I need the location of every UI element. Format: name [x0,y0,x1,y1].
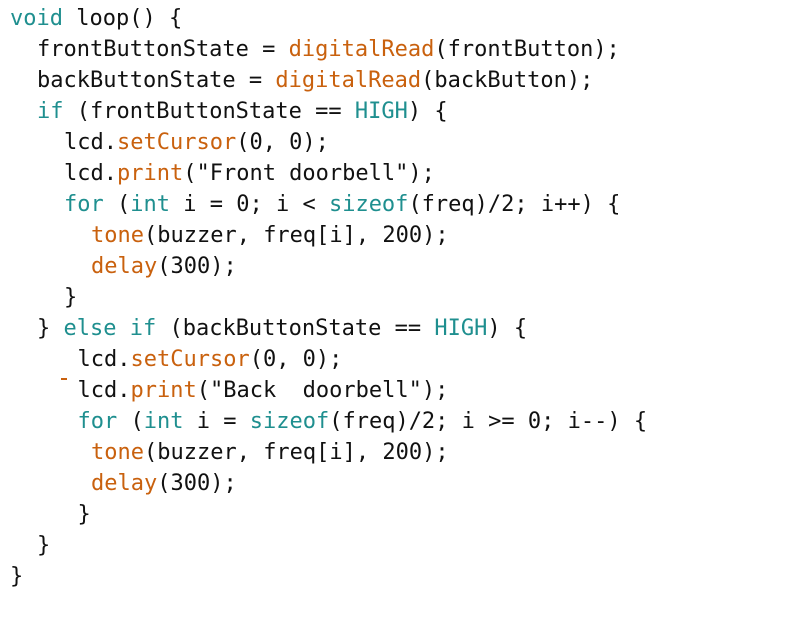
code-line[interactable]: lcd.setCursor(0, 0); [78,344,343,375]
code-token-plain: (backButton); [421,68,594,93]
code-token-keyword: else if [63,316,157,341]
code-line[interactable]: lcd.print("Front doorbell"); [64,158,435,189]
code-line[interactable]: for (int i = 0; i < sizeof(freq)/2; i++)… [64,189,620,220]
code-token-plain: lcd. [77,378,131,403]
code-line[interactable]: delay(300); [91,251,237,282]
code-line[interactable]: } [78,499,91,530]
code-token-function: tone [91,440,144,465]
code-line[interactable]: lcd.print("Back doorbell"); [78,375,449,406]
code-token-keyword: for [77,409,118,434]
code-token-plain: i = 0; i < [170,192,329,217]
code-token-plain: lcd. [64,130,117,155]
code-token-plain: ( [103,192,131,217]
code-line[interactable]: void loop() { [10,3,182,34]
code-token-function: print [130,378,197,403]
text-cursor-mark [61,378,67,380]
code-token-plain: ) { [407,99,448,124]
code-token-function: delay [91,471,158,496]
code-token-plain: (frontButtonState == [63,99,355,124]
code-token-plain: } [10,564,24,589]
code-token-plain: frontButtonState = [37,37,289,62]
code-token-plain: lcd. [64,161,117,186]
code-token-function: tone [91,223,144,248]
code-line[interactable]: } else if (backButtonState == HIGH) { [37,313,527,344]
code-line[interactable]: } [64,282,77,313]
code-token-plain: ( [117,409,144,434]
code-token-plain: } [37,533,51,558]
code-token-plain: ("Back doorbell"); [196,378,449,403]
code-token-keyword: sizeof [249,409,330,434]
code-token-plain: (frontButton); [434,37,620,62]
code-line[interactable]: delay(300); [91,468,237,499]
code-token-plain: (0, 0); [249,347,343,372]
code-line[interactable]: } [37,530,50,561]
code-token-plain: backButtonState = [37,68,276,93]
code-token-plain: lcd. [77,347,131,372]
code-token-plain: } [77,502,91,527]
code-token-plain: (0, 0); [236,130,329,155]
code-token-keyword: sizeof [328,192,409,217]
code-line[interactable]: tone(buzzer, freq[i], 200); [91,220,449,251]
code-line[interactable]: backButtonState = digitalRead(backButton… [37,65,593,96]
code-token-keyword: for [64,192,104,217]
code-line[interactable]: if (frontButtonState == HIGH) { [37,96,448,127]
code-token-plain: ) { [487,316,528,341]
code-line[interactable]: frontButtonState = digitalRead(frontButt… [37,34,620,65]
code-token-function: digitalRead [288,37,435,62]
code-line[interactable]: tone(buzzer, freq[i], 200); [91,437,449,468]
code-token-plain: } [64,285,78,310]
code-token-plain: i = [183,409,250,434]
code-token-keyword: if [37,99,64,124]
code-token-function: digitalRead [275,68,422,93]
code-token-plain: } [37,316,64,341]
code-token-keyword: HIGH [434,316,488,341]
code-token-function: delay [91,254,158,279]
code-token-plain: loop() { [62,6,183,31]
code-token-plain: (freq)/2; i >= 0; i--) { [329,409,648,434]
code-token-plain: ("Front doorbell"); [183,161,435,186]
code-token-plain: (300); [157,254,237,279]
code-token-plain: (freq)/2; i++) { [408,192,621,217]
code-token-plain: (backButtonState == [156,316,435,341]
code-token-keyword: int [130,192,170,217]
code-token-function: setCursor [130,347,250,372]
code-token-plain: (300); [157,471,237,496]
code-line[interactable]: } [10,561,23,592]
code-token-plain: (buzzer, freq[i], 200); [143,440,449,465]
code-token-plain: (buzzer, freq[i], 200); [143,223,449,248]
code-token-function: print [116,161,184,186]
code-token-function: setCursor [116,130,237,155]
code-token-keyword: int [143,409,184,434]
code-token-keyword: HIGH [354,99,408,124]
code-line[interactable]: lcd.setCursor(0, 0); [64,127,329,158]
code-token-keyword: void [10,6,63,31]
code-line[interactable]: for (int i = sizeof(freq)/2; i >= 0; i--… [78,406,648,437]
